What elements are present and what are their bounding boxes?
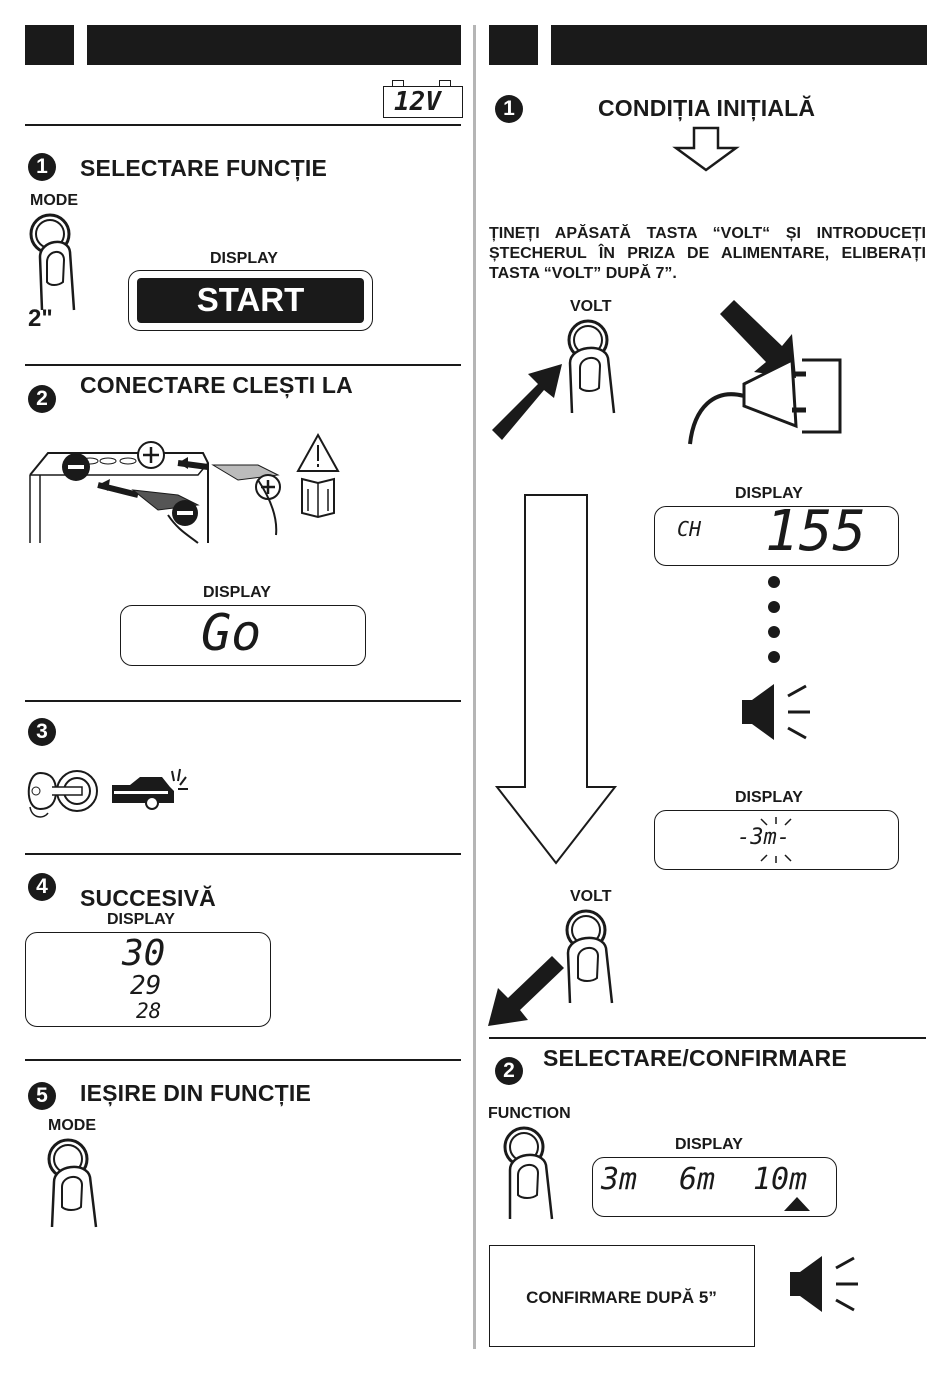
- right-header-small-bar: [489, 25, 538, 65]
- voltage-badge-text: 12V: [394, 87, 441, 117]
- divider: [25, 364, 461, 366]
- finger-press-icon: [492, 319, 616, 440]
- display-label: DISPLAY: [675, 1136, 743, 1153]
- column-divider: [473, 25, 476, 1349]
- display-ch-voltage: CH 155: [654, 499, 899, 566]
- right-step-2-number: 2: [495, 1057, 523, 1085]
- progress-dot: [768, 601, 780, 613]
- battery-12v-badge: 12V: [383, 80, 463, 118]
- step-2-title: CONECTARE CLEȘTI LA: [80, 372, 353, 398]
- step-3-number: 3: [28, 718, 56, 746]
- duration-option-3m: 3m: [601, 1162, 638, 1197]
- duration-option-10m: 10m: [753, 1162, 808, 1197]
- confirm-text: CONFIRMARE DUPĂ 5”: [526, 1288, 717, 1307]
- display-ch-value: 155: [765, 499, 867, 564]
- volt-button-label: VOLT: [570, 888, 612, 905]
- display-go: Go: [120, 604, 366, 666]
- divider: [25, 853, 461, 855]
- display-ch-prefix: CH: [677, 517, 702, 541]
- progress-dot: [768, 576, 780, 588]
- right-step-1-number: 1: [495, 95, 523, 123]
- display-label: DISPLAY: [735, 789, 803, 806]
- display-go-text: Go: [201, 604, 262, 662]
- function-button-label: FUNCTION: [488, 1105, 571, 1122]
- arrow-down-icon: [672, 126, 740, 172]
- countdown-value-1: 30: [122, 933, 166, 974]
- arrow-down-icon: [494, 494, 618, 865]
- mode-button-label: MODE: [48, 1117, 96, 1134]
- right-step-1-instruction: ȚINEȚI APĂSATĂ TASTA “VOLT“ ȘI INTRODUCE…: [489, 225, 926, 282]
- divider: [25, 1059, 461, 1061]
- display-label: DISPLAY: [203, 584, 271, 601]
- step-2-number: 2: [28, 385, 56, 413]
- selection-arrow-icon: [784, 1197, 810, 1211]
- ignition-key-icon: [27, 770, 98, 818]
- step-5-title: IEȘIRE DIN FUNCȚIE: [80, 1080, 312, 1106]
- confirm-box: CONFIRMARE DUPĂ 5”: [489, 1245, 755, 1347]
- left-header-small-bar: [25, 25, 74, 65]
- speaker-icon: [790, 1256, 858, 1312]
- step-4-number: 4: [28, 873, 56, 901]
- display-duration-options: 3m 6m 10m: [592, 1157, 837, 1217]
- display-start: START: [128, 270, 373, 331]
- progress-dot: [768, 651, 780, 663]
- display-label: DISPLAY: [735, 485, 803, 502]
- display-label: DISPLAY: [107, 911, 175, 928]
- finger-press-icon: [47, 1138, 98, 1228]
- display-countdown: 30 29 28: [25, 932, 271, 1027]
- power-plug-icon: [688, 300, 842, 445]
- countdown-value-2: 29: [130, 971, 162, 1001]
- volt-button-label: VOLT: [570, 298, 612, 315]
- display-3m: -3m-: [654, 810, 899, 870]
- battery-clamp-icon: [29, 441, 281, 544]
- finger-press-icon: [488, 909, 614, 1026]
- right-step-1-title: CONDIȚIA INIȚIALĂ: [598, 95, 816, 121]
- display-3m-text: -3m-: [737, 825, 790, 850]
- mode-button-label: MODE: [30, 192, 78, 209]
- finger-press-icon: [29, 213, 76, 311]
- left-header-bar: [87, 25, 461, 65]
- duration-option-6m: 6m: [679, 1162, 716, 1197]
- hold-time-label: 2": [28, 305, 53, 332]
- divider: [25, 124, 461, 126]
- blink-rays-icon: [760, 817, 792, 863]
- right-step-2-title: SELECTARE/CONFIRMARE: [543, 1045, 847, 1071]
- finger-press-icon: [503, 1126, 554, 1220]
- warning-icon: [296, 432, 340, 519]
- right-header-bar: [551, 25, 927, 65]
- step-5-number: 5: [28, 1082, 56, 1110]
- progress-dot: [768, 626, 780, 638]
- step-4-title: SUCCESIVĂ: [80, 885, 216, 911]
- car-lights-icon: [112, 768, 188, 810]
- speaker-icon: [742, 684, 810, 740]
- divider: [25, 700, 461, 702]
- step-1-title: SELECTARE FUNCȚIE: [80, 155, 328, 181]
- display-start-text: START: [196, 281, 305, 318]
- countdown-value-3: 28: [136, 999, 162, 1023]
- display-label: DISPLAY: [210, 250, 278, 267]
- divider: [489, 1037, 926, 1039]
- step-1-number: 1: [28, 153, 56, 181]
